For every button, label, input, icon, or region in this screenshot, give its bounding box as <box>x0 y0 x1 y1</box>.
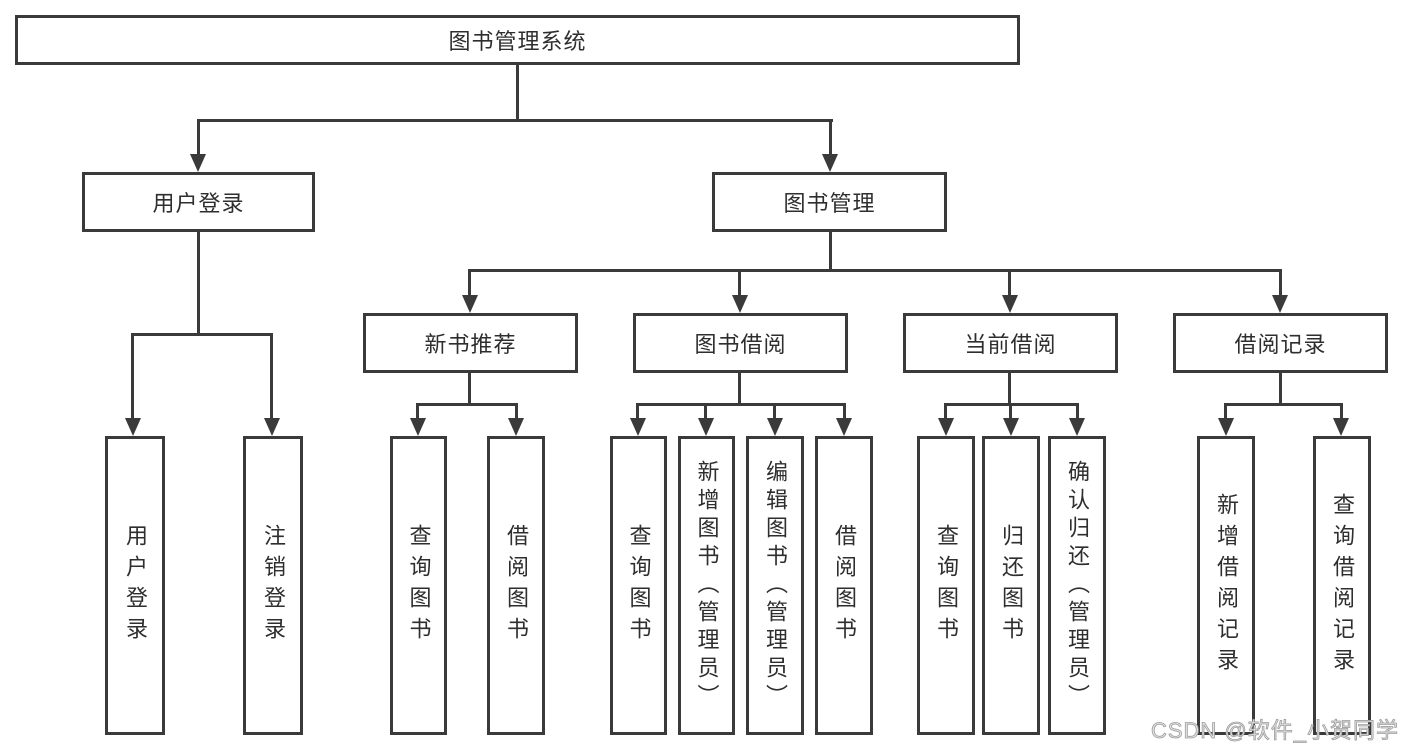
node-label: 注销登录 <box>261 523 286 648</box>
arrow-down-icon <box>1272 295 1288 313</box>
arrow-down-icon <box>836 418 852 436</box>
node-leaf-query-books-recommend: 查询图书 <box>390 436 447 735</box>
connector-line <box>468 269 1282 272</box>
node-book-management-module: 图书管理 <box>712 172 947 232</box>
connector-line <box>416 403 518 406</box>
connector-line <box>468 373 471 406</box>
connector-line <box>1279 373 1282 406</box>
node-label: 图书管理系统 <box>448 29 587 54</box>
arrow-down-icon <box>1002 295 1018 313</box>
arrow-down-icon <box>732 295 748 313</box>
node-leaf-borrow-books-recommend: 借阅图书 <box>487 436 545 735</box>
node-label: 确认归还（管理员） <box>1065 459 1090 712</box>
arrow-down-icon <box>938 418 954 436</box>
node-leaf-user-login: 用户登录 <box>105 436 165 735</box>
connector-line <box>1279 269 1282 297</box>
arrow-down-icon <box>125 418 141 436</box>
connector-line <box>1076 403 1079 421</box>
arrow-down-icon <box>630 418 646 436</box>
csdn-watermark: CSDN @软件_小贺同学 <box>1150 718 1399 744</box>
node-label: 借阅图书 <box>832 523 857 648</box>
connector-line <box>944 403 947 421</box>
node-label: 新书推荐 <box>424 332 517 357</box>
connector-line <box>738 373 741 406</box>
connector-line <box>516 65 519 121</box>
connector-line <box>829 232 832 272</box>
node-user-login-module: 用户登录 <box>82 172 315 232</box>
arrow-down-icon <box>410 418 426 436</box>
connector-line <box>1008 373 1011 406</box>
arrow-down-icon <box>462 295 478 313</box>
node-leaf-borrow-books: 借阅图书 <box>815 436 873 735</box>
connector-line <box>738 269 741 297</box>
node-label: 用户登录 <box>152 191 245 216</box>
connector-line <box>1340 403 1343 421</box>
connector-line <box>131 333 134 420</box>
node-label: 查询图书 <box>934 523 959 648</box>
connector-line <box>704 403 707 421</box>
connector-line <box>515 403 518 421</box>
node-book-borrowing: 图书借阅 <box>633 313 848 373</box>
node-label: 查询图书 <box>406 523 432 648</box>
connector-line <box>1008 269 1011 297</box>
arrow-down-icon <box>1218 418 1234 436</box>
node-leaf-confirm-return-admin: 确认归还（管理员） <box>1048 436 1106 735</box>
connector-line <box>270 333 273 420</box>
connector-line <box>843 403 846 421</box>
node-new-book-recommend: 新书推荐 <box>363 313 578 373</box>
connector-line <box>829 119 832 157</box>
node-label: 图书借阅 <box>694 332 787 357</box>
connector-line <box>197 119 833 122</box>
arrow-down-icon <box>1003 418 1019 436</box>
arrow-down-icon <box>190 154 206 172</box>
node-label: 用户登录 <box>123 523 148 648</box>
node-leaf-add-books-admin: 新增图书（管理员） <box>678 436 735 735</box>
connector-line <box>636 403 639 421</box>
node-root-system: 图书管理系统 <box>15 15 1020 65</box>
node-leaf-logout: 注销登录 <box>243 436 303 735</box>
arrow-down-icon <box>264 418 280 436</box>
connector-line <box>197 119 200 157</box>
node-label: 查询图书 <box>626 523 652 648</box>
connector-line <box>416 403 419 421</box>
node-label: 图书管理 <box>783 191 876 216</box>
node-leaf-query-books-borrowing: 查询图书 <box>610 436 667 735</box>
node-leaf-add-borrow-record: 新增借阅记录 <box>1197 436 1255 735</box>
node-current-borrowing: 当前借阅 <box>903 313 1118 373</box>
node-leaf-query-borrow-record: 查询借阅记录 <box>1313 436 1371 735</box>
connector-line <box>1009 403 1012 421</box>
node-label: 编辑图书（管理员） <box>763 459 788 712</box>
arrow-down-icon <box>1333 418 1349 436</box>
arrow-down-icon <box>508 418 524 436</box>
node-leaf-edit-books-admin: 编辑图书（管理员） <box>746 436 804 735</box>
connector-line <box>468 269 471 297</box>
connector-line <box>197 232 200 336</box>
node-label: 借阅记录 <box>1234 332 1327 357</box>
node-borrowing-records: 借阅记录 <box>1173 313 1388 373</box>
connector-line <box>1224 403 1227 421</box>
arrow-down-icon <box>1069 418 1085 436</box>
arrow-down-icon <box>698 418 714 436</box>
arrow-down-icon <box>822 154 838 172</box>
node-leaf-query-books-current: 查询图书 <box>917 436 975 735</box>
node-label: 新增借阅记录 <box>1214 492 1239 679</box>
connector-line <box>1224 403 1342 406</box>
node-leaf-return-books: 归还图书 <box>982 436 1040 735</box>
connector-line <box>636 403 846 406</box>
connector-line <box>131 333 273 336</box>
node-label: 归还图书 <box>999 523 1024 648</box>
node-label: 查询借阅记录 <box>1330 492 1355 679</box>
node-label: 当前借阅 <box>964 332 1057 357</box>
arrow-down-icon <box>767 418 783 436</box>
node-label: 新增图书（管理员） <box>694 459 720 712</box>
node-label: 借阅图书 <box>504 523 529 648</box>
connector-line <box>773 403 776 421</box>
